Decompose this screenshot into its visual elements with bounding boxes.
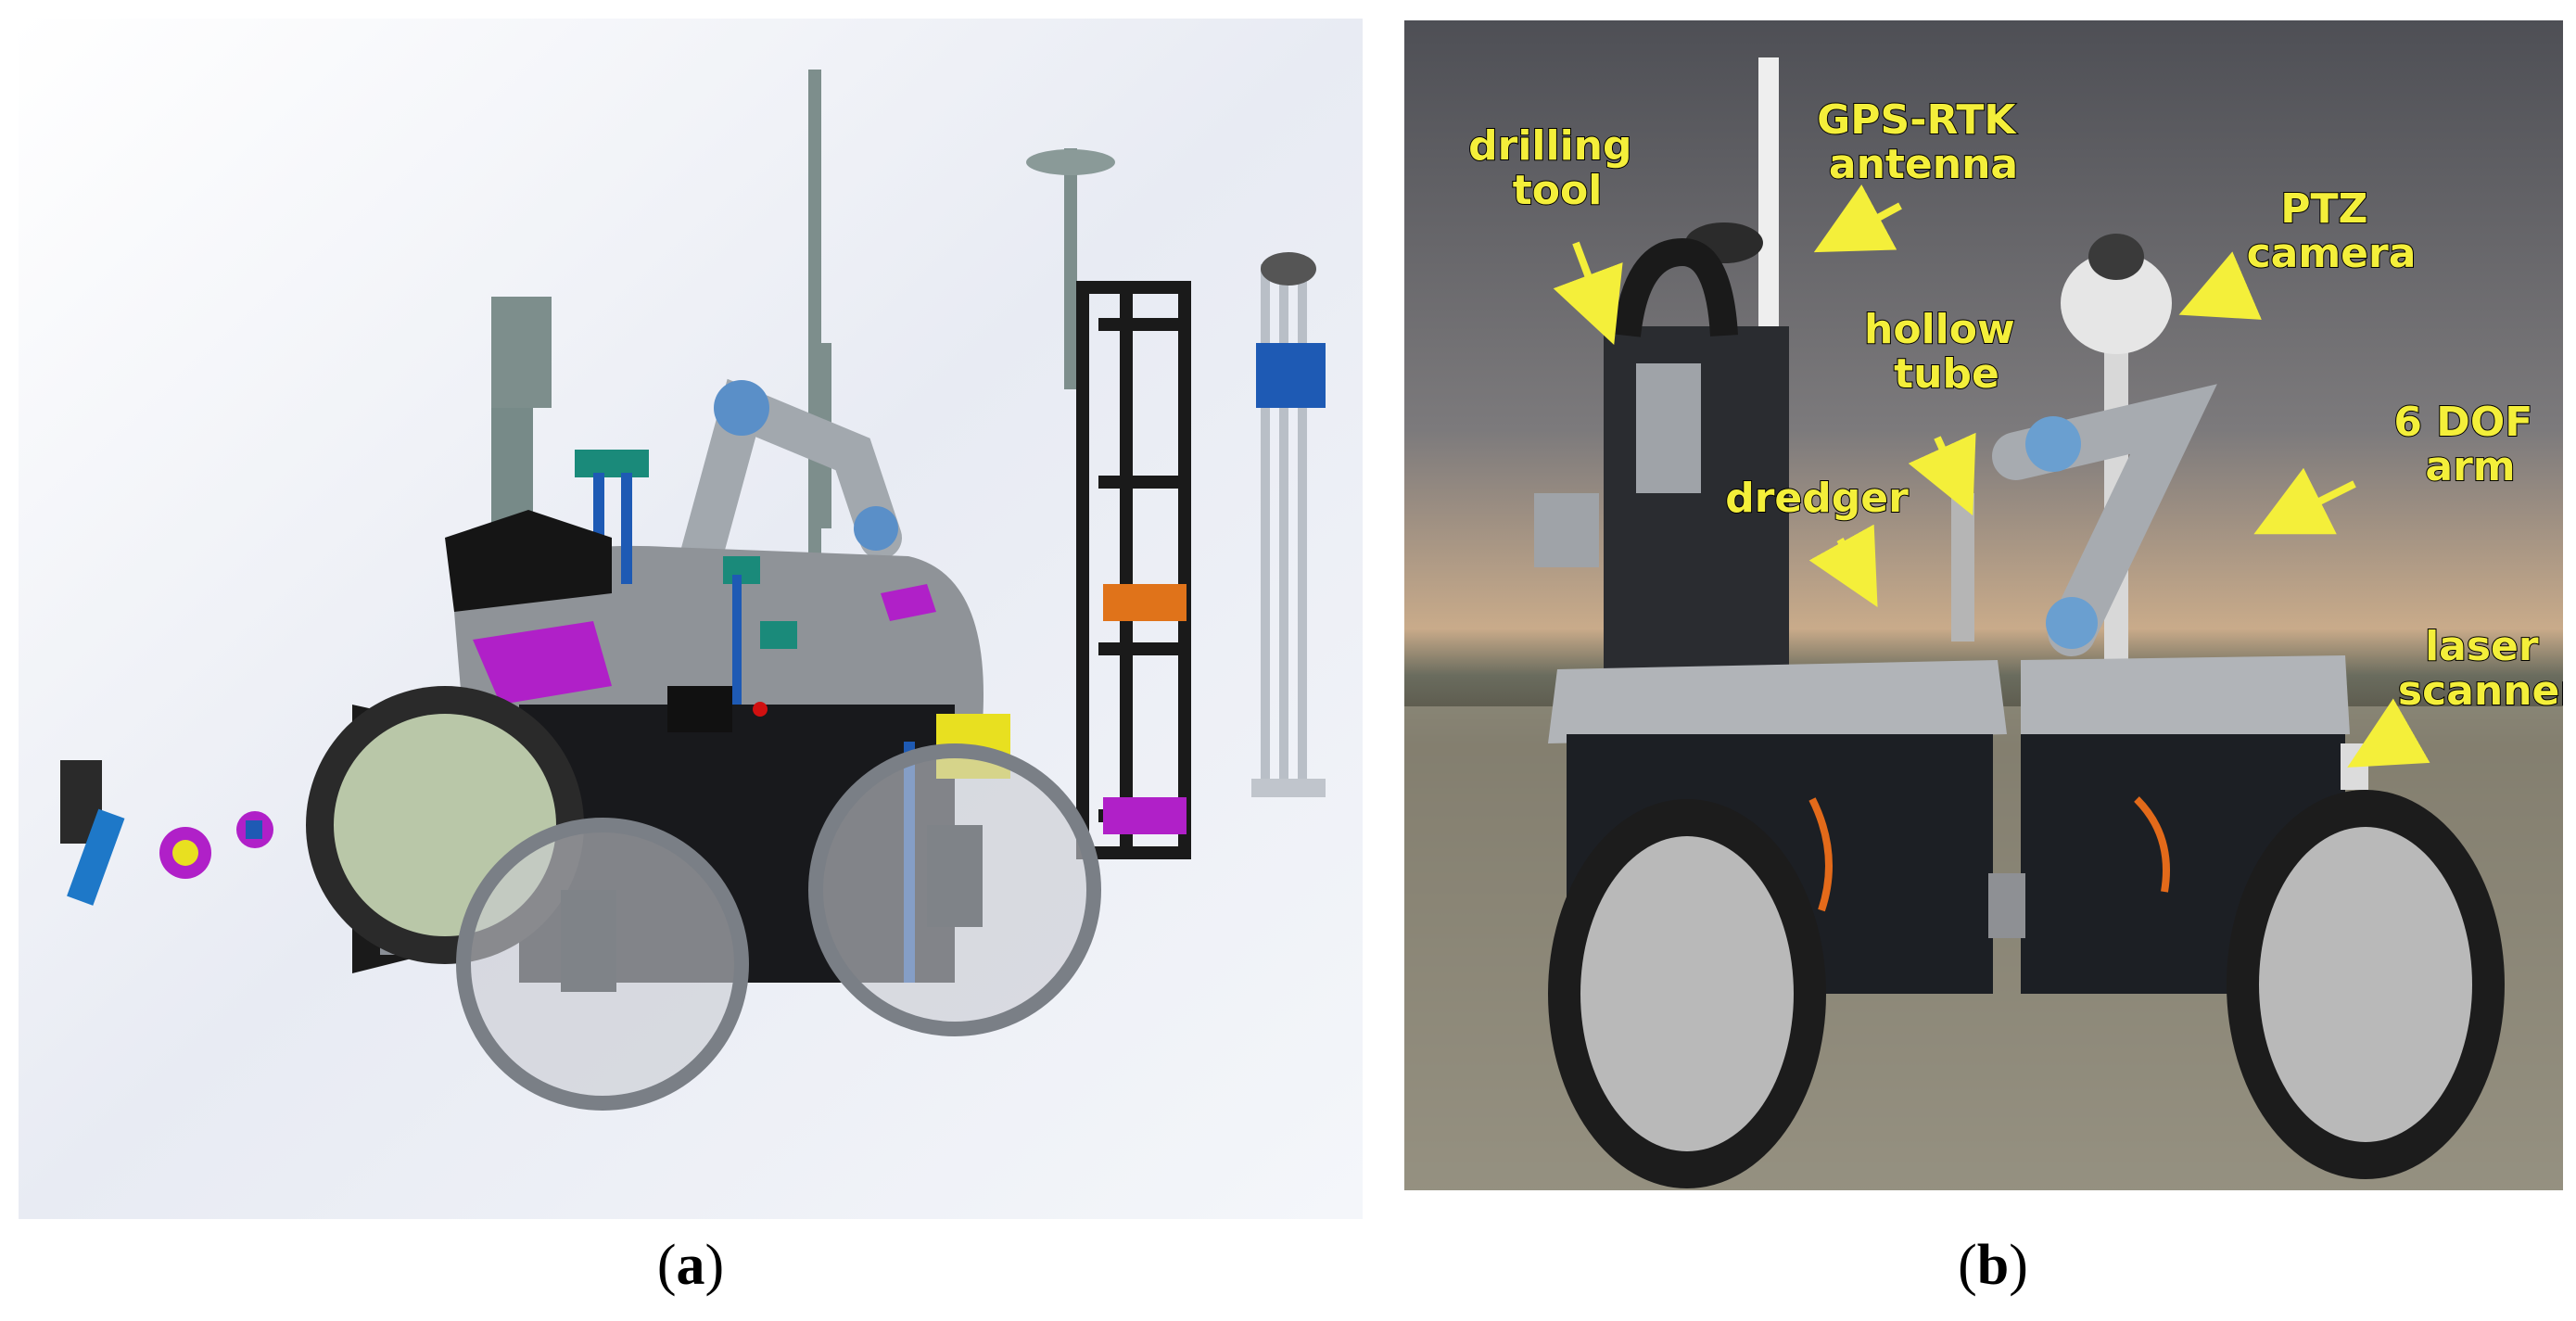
robot-photo-panel: drilling tool GPS-RTK antenna PTZ camera… (1404, 20, 2563, 1190)
robot-photo-image: drilling tool GPS-RTK antenna PTZ camera… (1404, 20, 2563, 1190)
label-hollow-tube: hollow tube (1864, 306, 2029, 398)
cad-render-panel (19, 19, 1363, 1219)
label-dredger: dredger (1725, 475, 1909, 522)
label-gps-rtk-antenna: GPS-RTK antenna (1817, 96, 2030, 188)
label-drilling-tool: drilling tool (1468, 122, 1646, 214)
cad-render-image (19, 19, 1363, 1219)
caption-b: (b) (1958, 1234, 2028, 1297)
label-6-dof-arm: 6 DOF arm (2393, 399, 2546, 490)
label-ptz-camera: PTZ camera (2247, 185, 2417, 277)
label-laser-scanner: laser scanner (2398, 623, 2563, 715)
caption-a: (a) (656, 1234, 725, 1297)
